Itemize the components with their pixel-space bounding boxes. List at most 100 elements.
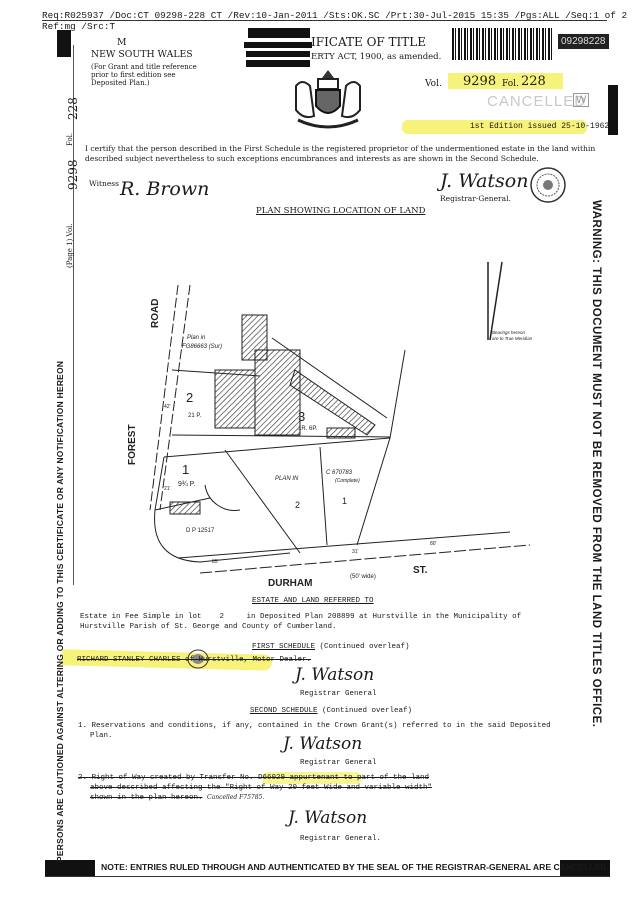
registrar-signature: J. Watson	[440, 170, 529, 192]
building-hatch	[326, 427, 356, 439]
second-schedule-heading: SECOND SCHEDULE (Continued overleaf)	[250, 707, 412, 715]
lot-area: 1R. 6P.	[298, 426, 318, 432]
registrar-title: Registrar-General.	[440, 194, 511, 203]
easement-arc	[204, 484, 241, 511]
witness-signature: R. Brown	[120, 178, 210, 200]
cancellation-seal-icon	[187, 649, 209, 669]
first-schedule-signature: J. Watson	[295, 665, 375, 685]
side-fol-label: Fol.	[66, 132, 74, 146]
lot-number: 2	[295, 500, 300, 510]
state-name: NEW SOUTH WALES	[91, 49, 193, 60]
margin-block	[608, 85, 618, 135]
barcode-number: 09298228	[558, 34, 609, 49]
first-schedule-registrar: Registrar General	[300, 690, 377, 698]
first-schedule-entry: RICHARD STANLEY CHARLES of Hurstville, M…	[77, 656, 312, 664]
estate-description: Estate in Fee Simple in lot 2 in Deposit…	[80, 613, 521, 632]
vol-label: Vol.	[425, 79, 442, 89]
estate-heading: ESTATE AND LAND REFERRED TO	[252, 597, 374, 605]
header-rule	[42, 20, 607, 21]
building-hatch	[254, 349, 301, 436]
first-schedule-title: FIRST SCHEDULE	[252, 643, 316, 651]
item2-signature: J. Watson	[288, 808, 368, 828]
building-hatch	[214, 369, 256, 429]
footer-block	[45, 860, 95, 876]
highlight	[448, 73, 563, 89]
deposited-plan: D P 12517	[186, 528, 215, 534]
witness-label: Witness	[89, 179, 119, 188]
certification-line: I certify that the person described in t…	[85, 144, 596, 153]
grant-note-line: prior to first edition see	[91, 71, 176, 79]
barcode	[452, 28, 552, 60]
fol-label: Fol.	[502, 79, 519, 89]
registrar-seal-icon	[530, 167, 566, 203]
street-width: (50' wide)	[350, 574, 376, 580]
lot-number: 1	[342, 496, 347, 506]
stamp-letter: W	[573, 93, 590, 107]
second-schedule-item-1: 1. Reservations and conditions, if any, …	[78, 722, 551, 741]
certification-line: described subject nevertheless to such e…	[85, 154, 539, 163]
item2-registrar: Registrar General.	[300, 835, 382, 843]
north-arrow	[487, 261, 503, 341]
plan-reference: Plan in	[187, 335, 206, 341]
footer-block	[560, 860, 610, 876]
plan-reference: C 670783	[326, 470, 353, 476]
schedule-line: Plan.	[90, 731, 113, 740]
side-fol-number: 228	[66, 97, 80, 120]
second-schedule-item-2: 2. Right of Way created by Transfer No. …	[78, 774, 432, 804]
continued-note: (Continued overleaf)	[322, 707, 413, 715]
road-label: ROAD	[150, 299, 161, 328]
lot-area: 21 P.	[188, 413, 202, 419]
schedule-line: 1. Reservations and conditions, if any, …	[78, 722, 551, 730]
dimension: 42'	[164, 404, 171, 410]
letter-m: M	[117, 37, 127, 48]
certificate-title: IFICATE OF TITLE	[311, 35, 427, 49]
redaction-bar	[246, 60, 310, 67]
street-boundary	[199, 544, 531, 574]
certification-text: I certify that the person described in t…	[85, 144, 595, 164]
certificate-act: ERTY ACT, 1900, as amended.	[311, 52, 442, 62]
vol-number: 9298	[463, 74, 497, 89]
cancellation-note: NOTE: ENTRIES RULED THROUGH AND AUTHENTI…	[101, 862, 609, 872]
plan-reference: PLAN IN	[275, 476, 299, 482]
road-boundary	[149, 284, 191, 511]
lot-area: 9¾ P.	[178, 481, 195, 488]
cancelled-stamp: CANCELLED	[487, 93, 587, 110]
reference-header: Ref:mg /Src:T	[42, 21, 116, 32]
estate-line: Estate in Fee Simple in lot 2 in Deposit…	[80, 613, 522, 621]
right-margin-warning: WARNING: THIS DOCUMENT MUST NOT BE REMOV…	[590, 200, 602, 728]
second-schedule-title: SECOND SCHEDULE	[250, 707, 318, 715]
bearings-note: are to True Meridian	[492, 336, 533, 341]
first-schedule-heading: FIRST SCHEDULE (Continued overleaf)	[252, 643, 410, 651]
street-label: DURHAM	[268, 578, 312, 589]
margin-block	[57, 30, 71, 57]
grant-note: (For Grant and title reference prior to …	[91, 63, 197, 87]
building-hatch	[289, 369, 376, 436]
lot-number: 2	[186, 390, 193, 405]
estate-line: Hurstville Parish of St. George and Coun…	[80, 622, 337, 631]
side-vol-number: 9298	[66, 159, 80, 190]
dimension: 21'	[164, 486, 171, 492]
highlight	[262, 772, 362, 784]
edition-date: 1st Edition issued 25-10-1962	[470, 122, 610, 131]
dimension: 31'	[352, 549, 359, 555]
left-margin-warning: PERSONS ARE CAUTIONED AGAINST ALTERING O…	[55, 360, 65, 862]
street-boundary	[177, 531, 511, 559]
item1-registrar: Registrar General	[300, 759, 377, 767]
fol-number: 228	[521, 74, 546, 89]
lot-number: 1	[182, 462, 189, 477]
coat-of-arms-emblem	[295, 70, 361, 129]
dimension: 85'	[212, 559, 219, 565]
building-hatch	[169, 501, 201, 515]
item1-signature: J. Watson	[283, 734, 363, 754]
redaction-bar	[244, 42, 312, 48]
plan-reference: FG86663 (Sur)	[182, 344, 222, 350]
plan-title: PLAN SHOWING LOCATION OF LAND	[256, 206, 426, 216]
land-plan-diagram: FOREST ROAD DURHAM ST. (50' wide) Plan i…	[127, 261, 533, 589]
street-label: ST.	[413, 565, 428, 576]
grant-note-line: (For Grant and title reference	[91, 63, 197, 71]
schedule-line: above described affecting the "Right of …	[90, 783, 433, 792]
request-header: Req:R025937 /Doc:CT 09298-228 CT /Rev:10…	[42, 10, 628, 21]
road-label: FOREST	[127, 424, 138, 465]
schedule-line: shown in the plan hereon.	[90, 794, 203, 802]
left-rule	[73, 45, 74, 585]
